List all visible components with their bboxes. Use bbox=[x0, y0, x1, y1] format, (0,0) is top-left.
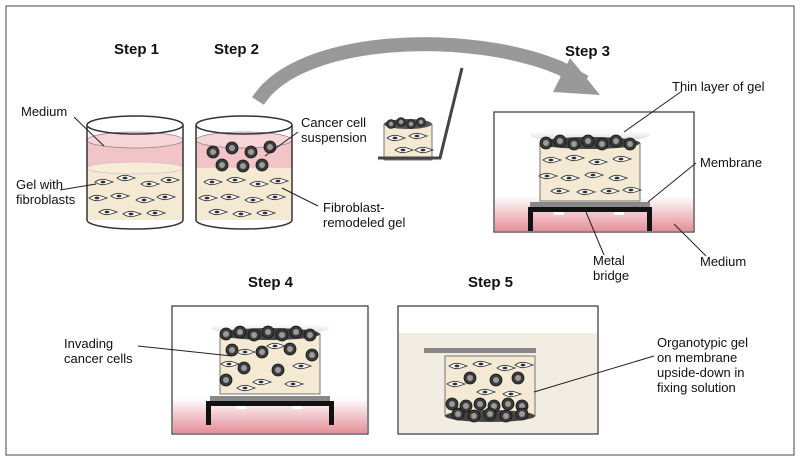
label-fibroblast-remodeled-2: remodeled gel bbox=[323, 215, 406, 230]
step2-title: Step 2 bbox=[214, 41, 260, 58]
step3-title: Step 3 bbox=[565, 43, 611, 60]
step3-chamber bbox=[493, 111, 695, 233]
label-organotypic-4: fixing solution bbox=[657, 380, 736, 395]
dish-step2 bbox=[195, 115, 293, 230]
label-thin-layer: Thin layer of gel bbox=[672, 79, 765, 94]
label-medium-left: Medium bbox=[21, 104, 68, 119]
leader-lines bbox=[59, 90, 707, 393]
step5-chamber bbox=[397, 305, 599, 435]
label-metal-bridge-2: bridge bbox=[593, 268, 630, 283]
step5-title: Step 5 bbox=[468, 274, 514, 291]
step4-title: Step 4 bbox=[248, 274, 294, 291]
label-cancer-suspension-2: suspension bbox=[301, 130, 367, 145]
label-organotypic-1: Organotypic gel bbox=[657, 335, 749, 350]
label-invading-2: cancer cells bbox=[64, 351, 133, 366]
transfer-arrowhead bbox=[553, 58, 600, 95]
step1-title: Step 1 bbox=[114, 41, 160, 58]
label-fibroblast-remodeled-1: Fibroblast- bbox=[323, 200, 385, 215]
label-membrane: Membrane bbox=[700, 155, 763, 170]
label-organotypic-3: upside-down in bbox=[657, 365, 745, 380]
transfer-arrow bbox=[252, 37, 589, 106]
label-gel-with-fibroblasts-2: fibroblasts bbox=[16, 192, 76, 207]
outer-border bbox=[5, 5, 795, 456]
dish-step1 bbox=[86, 115, 184, 230]
label-invading-1: Invading bbox=[64, 336, 114, 351]
label-medium-right: Medium bbox=[700, 254, 747, 269]
step4-chamber bbox=[171, 305, 369, 435]
label-organotypic-2: on membrane bbox=[657, 350, 738, 365]
label-gel-with-fibroblasts-1: Gel with bbox=[16, 177, 63, 192]
label-metal-bridge-1: Metal bbox=[593, 253, 625, 268]
small-gel-on-spatula bbox=[378, 67, 464, 161]
label-cancer-suspension-1: Cancer cell bbox=[301, 115, 367, 130]
